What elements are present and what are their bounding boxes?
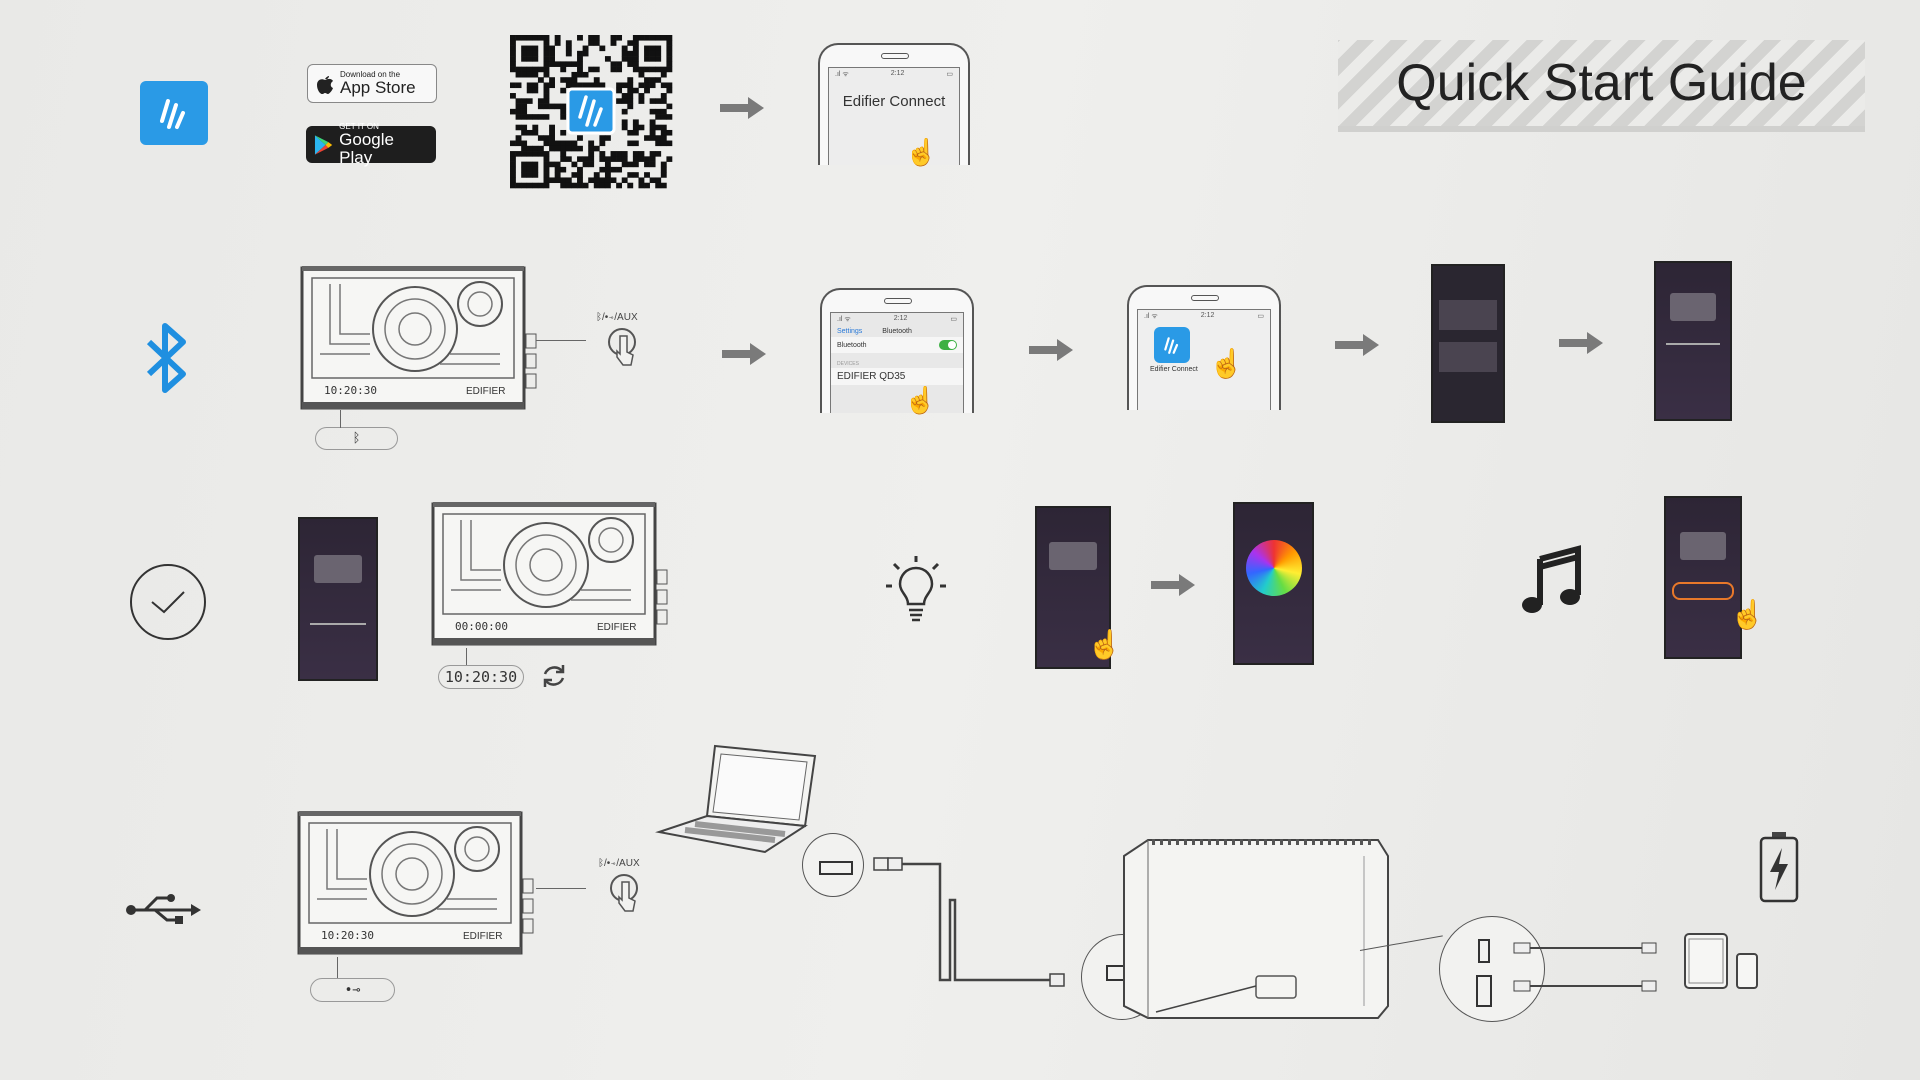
mode-button-label: ᛒ/•⊸/AUX xyxy=(596,312,638,323)
battery-charging-icon xyxy=(1759,832,1799,903)
qr-code[interactable] xyxy=(502,27,680,196)
badge-big-text: Google Play xyxy=(339,130,394,167)
mode-button-label: ᛒ/•⊸/AUX xyxy=(598,858,640,869)
arrow-icon xyxy=(1335,334,1379,356)
usb-cable xyxy=(873,857,1065,987)
device-list-item[interactable]: EDIFIER QD35 xyxy=(831,368,963,385)
usb-port-zoom-circle xyxy=(802,833,864,897)
page-title: Quick Start Guide xyxy=(1396,54,1807,112)
mode-button-press-icon[interactable] xyxy=(606,326,640,368)
qr-pattern xyxy=(510,35,673,189)
arrow-icon xyxy=(722,343,766,365)
charge-ports-zoom-circle xyxy=(1439,916,1545,1022)
app-home-screen xyxy=(1654,261,1732,421)
title-banner: Quick Start Guide xyxy=(1338,40,1865,132)
speaker-illustration: 10:20:30 EDIFIER xyxy=(298,264,542,414)
time-display-pill: 10:20:30 xyxy=(438,665,524,689)
laptop-icon xyxy=(655,744,817,854)
app-name-label: Edifier Connect xyxy=(1150,366,1198,373)
leader-line xyxy=(337,957,338,979)
usb-icon xyxy=(126,894,201,924)
tablet-phone-icon xyxy=(1684,933,1758,989)
leader-line xyxy=(536,888,586,889)
arrow-icon xyxy=(720,97,764,119)
leader-line xyxy=(466,648,467,666)
bluetooth-indicator-pill: ᛒ xyxy=(315,427,398,450)
speaker-brand: EDIFIER xyxy=(597,622,637,633)
app-device-list-screen xyxy=(1431,264,1505,423)
app-light-color-screen xyxy=(1233,502,1314,665)
leader-line xyxy=(340,410,341,428)
app-name-label: Edifier Connect xyxy=(842,93,946,110)
leader-line xyxy=(536,340,586,341)
bluetooth-toggle-label: Bluetooth xyxy=(837,341,867,349)
speaker-clock: 10:20:30 xyxy=(324,384,377,397)
phone-time: 2:12 xyxy=(890,70,905,77)
tap-hand-icon: ☝ xyxy=(905,137,938,167)
refresh-icon xyxy=(543,665,565,687)
speaker-clock: 10:20:30 xyxy=(321,929,374,942)
speaker-rear-view xyxy=(1123,839,1389,1019)
badge-small-text: GET IT ON xyxy=(339,122,379,131)
speaker-brand: EDIFIER xyxy=(466,386,506,397)
screen-header: Bluetooth xyxy=(882,328,912,335)
clock-icon xyxy=(130,564,206,640)
speaker-brand: EDIFIER xyxy=(463,931,503,942)
bluetooth-icon xyxy=(146,323,186,393)
arrow-icon xyxy=(1151,574,1195,596)
mode-button-press-icon[interactable] xyxy=(608,872,642,914)
color-wheel[interactable] xyxy=(1245,540,1302,596)
app-logo-icon xyxy=(160,99,185,129)
google-play-icon xyxy=(314,134,333,155)
arrow-icon xyxy=(1029,339,1073,361)
app-home-screen xyxy=(298,517,378,681)
tap-hand-icon: ☝ xyxy=(904,385,937,415)
music-note-icon xyxy=(1522,545,1581,613)
charge-cables xyxy=(1513,942,1657,992)
arrow-icon xyxy=(1559,332,1603,354)
tap-hand-icon: ☝ xyxy=(1730,599,1765,630)
badge-small-text: Download on the xyxy=(340,70,401,79)
edifier-app-icon xyxy=(140,81,208,145)
playback-controls-highlight[interactable] xyxy=(1672,582,1734,600)
app-home-screen: ☝ xyxy=(1035,506,1122,669)
back-link[interactable]: Settings xyxy=(837,328,863,335)
tap-hand-icon: ☝ xyxy=(1087,629,1122,660)
devices-section: DEVICES xyxy=(837,361,859,367)
bluetooth-toggle[interactable] xyxy=(939,340,957,350)
tap-hand-icon: ☝ xyxy=(1209,348,1244,379)
speaker-clock: 00:00:00 xyxy=(455,620,508,633)
apple-logo-icon xyxy=(317,75,333,94)
lightbulb-icon xyxy=(886,556,946,622)
app-playback-screen: ☝ xyxy=(1664,496,1765,659)
speaker-illustration: 00:00:00 EDIFIER xyxy=(429,500,673,650)
speaker-illustration: 10:20:30 EDIFIER xyxy=(295,809,539,959)
edifier-app-icon[interactable] xyxy=(1154,327,1190,363)
usb-indicator-pill: •⊸ xyxy=(310,978,395,1002)
badge-big-text: App Store xyxy=(340,78,416,97)
